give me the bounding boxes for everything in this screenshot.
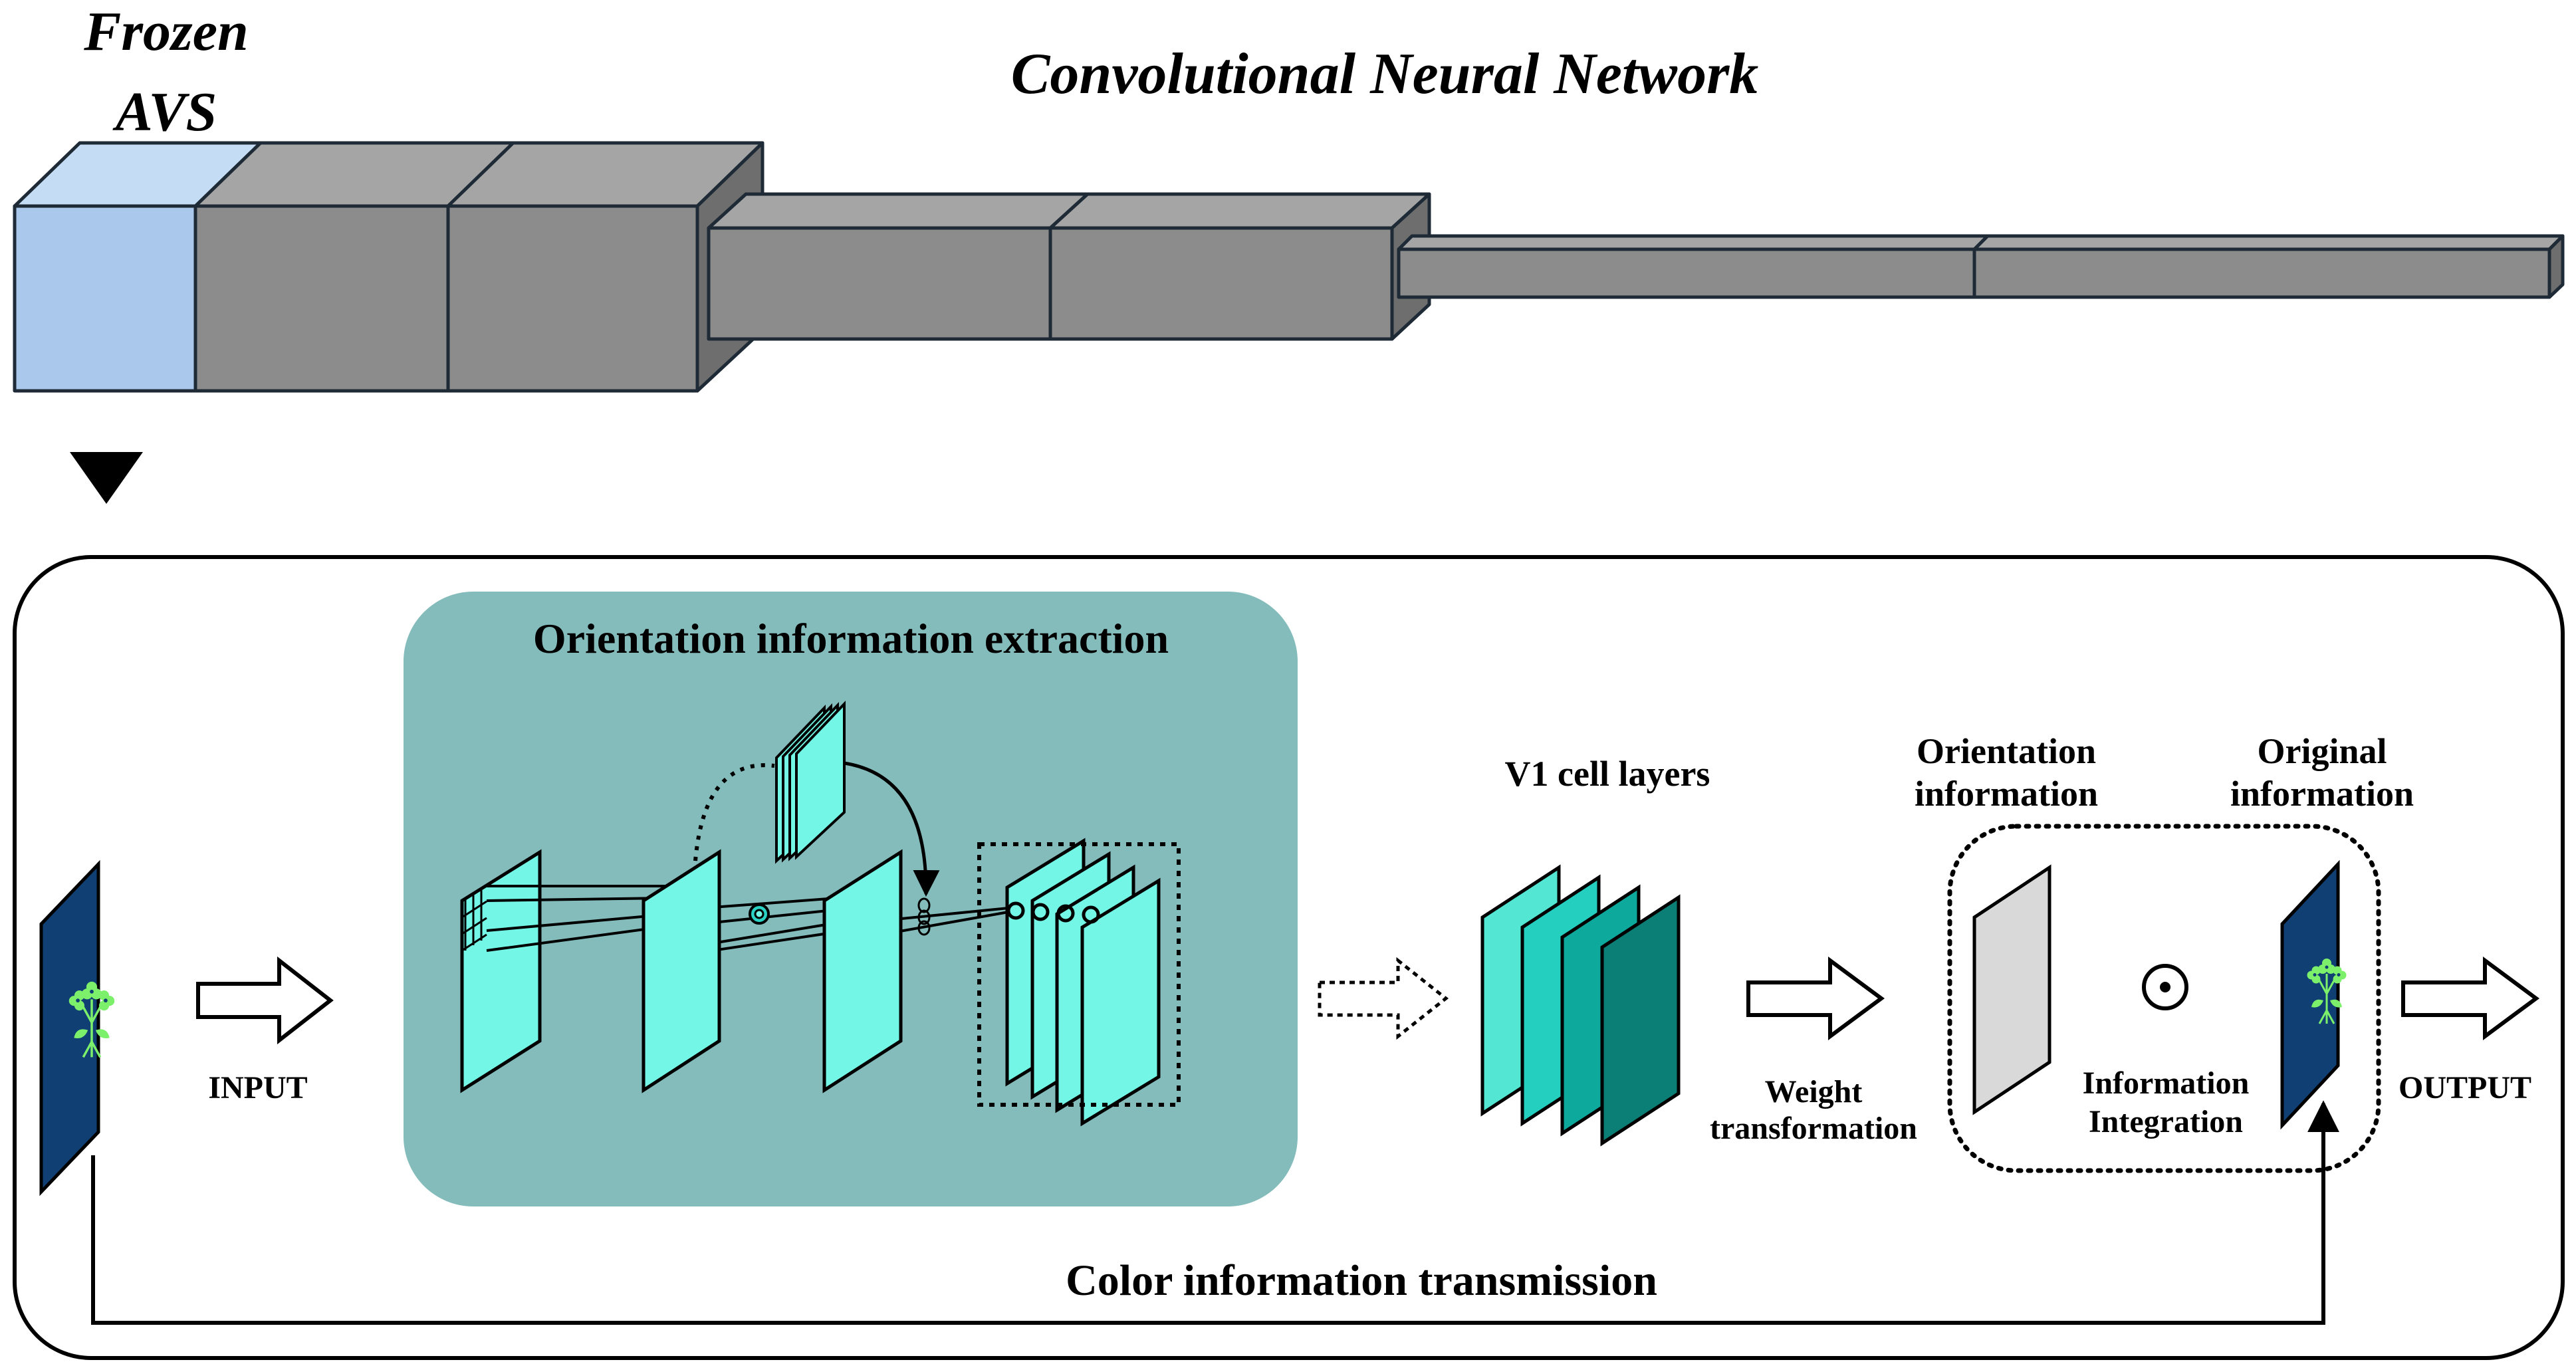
cnn-block-top-4	[1048, 192, 1431, 230]
integration-label-line1: Information	[2083, 1066, 2250, 1101]
cnn-block-3	[707, 226, 1052, 341]
color-transmission-label: Color information transmission	[1066, 1256, 1657, 1305]
cnn-block-6	[1972, 247, 2551, 299]
color-transmission-path	[91, 1100, 2339, 1325]
cnn-block-4	[1048, 226, 1394, 341]
cnn-block-top-5	[1397, 234, 1990, 251]
output-arrow-icon	[2401, 957, 2540, 1040]
odot-icon	[2142, 964, 2188, 1010]
original-info-image	[2280, 859, 2347, 1130]
integration-label-line2: Integration	[2089, 1104, 2243, 1139]
down-triangle-icon	[70, 452, 143, 504]
weight-label-line2: transformation	[1710, 1111, 1917, 1146]
orientation-info-line2: information	[1915, 774, 2098, 814]
dashed-arrow-icon	[1318, 957, 1449, 1040]
integration-box	[1947, 824, 2381, 1173]
weight-arrow-icon	[1746, 957, 1885, 1040]
weight-label-line1: Weight	[1765, 1074, 1863, 1109]
cnn-title: Convolutional Neural Network	[1011, 42, 1759, 106]
cnn-block-1	[193, 204, 450, 393]
orientation-info-layer	[1972, 864, 2051, 1115]
input-image	[39, 859, 116, 1197]
filter-stack-box	[977, 842, 1181, 1107]
cnn-block-2	[446, 204, 699, 393]
conv-layers	[460, 701, 1181, 1127]
output-label: OUTPUT	[2399, 1070, 2531, 1105]
v1-cell-layers	[1480, 864, 1681, 1147]
v1-label: V1 cell layers	[1505, 754, 1710, 794]
original-info-line2: information	[2230, 774, 2414, 814]
extraction-title: Orientation information extraction	[533, 615, 1169, 662]
original-info-line1: Original	[2257, 731, 2387, 771]
layer-2	[642, 849, 721, 1093]
orientation-info-line1: Orientation	[1917, 731, 2096, 771]
frozen-label-line2: AVS	[112, 81, 217, 143]
hollow-arrow-icon	[196, 956, 334, 1045]
cnn-block-top-3	[707, 192, 1090, 230]
cnn-block-top-6	[1972, 234, 2565, 251]
frozen-label-line1: Frozen	[83, 1, 248, 62]
cnn-block-side-3	[2547, 234, 2565, 299]
filter-stack	[1005, 838, 1161, 1127]
dotted-connector	[693, 763, 775, 861]
input-label: INPUT	[208, 1070, 307, 1105]
kernel-arrow	[844, 761, 940, 897]
cnn-block-5	[1397, 247, 1976, 299]
cnn-block-group	[13, 141, 2565, 393]
frozen-avs-block	[13, 204, 197, 393]
layer-3	[822, 849, 903, 1093]
kernel-stack	[775, 701, 846, 864]
